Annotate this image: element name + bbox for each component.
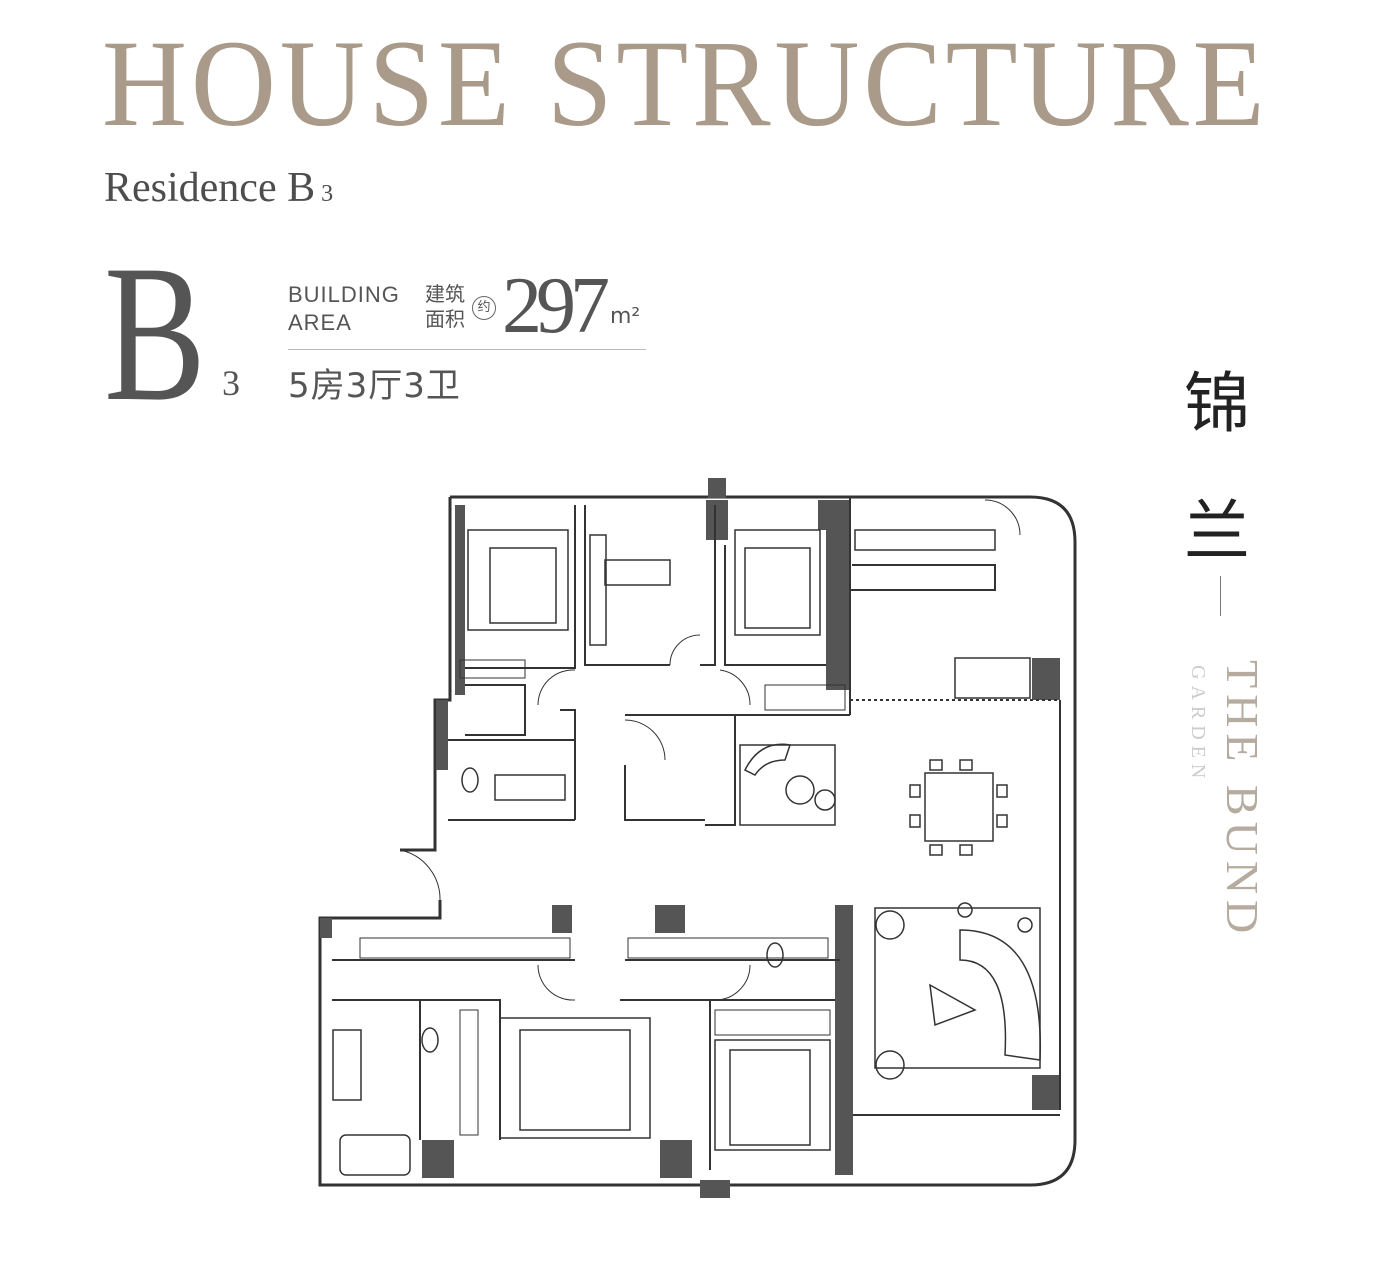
kitchen-counter [854,529,996,551]
wardrobes [359,659,846,1136]
bathtub [339,1134,411,1176]
toilet [461,767,479,793]
brand-name-en-sub: GARDEN [1187,665,1209,785]
armchair [875,910,905,940]
living-rug [874,907,1041,1069]
toilet [766,942,784,968]
study-desk [604,559,671,586]
toilet [421,1027,439,1053]
area-label-en-1: BUILDING [288,282,400,307]
residence-name: Residence B [104,165,316,211]
beds [467,529,831,1151]
area-value: 297 [502,262,610,350]
kitchen-island [954,657,1031,699]
area-label-cn-2: 面积 [425,307,465,331]
page-title: HOUSE STRUCTURE [102,15,1269,152]
lounge-sofa [743,743,791,776]
unit-letter: B [104,225,206,442]
brand-divider [1220,576,1221,616]
divider [288,349,646,350]
area-label-en-2: AREA [288,310,352,335]
brand-char-1: 锦 [1184,365,1250,442]
coffee-table [929,983,977,1027]
residence-index: 3 [321,181,334,207]
approx-badge: 约 [472,296,496,320]
area-unit: m² [610,304,641,329]
unit-index: 3 [222,363,240,403]
area-label-cn-1: 建筑 [425,282,465,306]
interior-walls [332,497,1061,1170]
dining-table [909,759,1008,856]
area-label-en: BUILDING AREA [288,281,400,337]
compass-marker [700,478,730,1198]
brand-name-en: THE BUND [1217,660,1268,940]
vanity [332,1029,362,1101]
door-swings [399,499,1021,1001]
room-layout: 5房3厅3卫 [288,366,461,406]
vanity [494,774,566,801]
area-label-cn: 建筑面积 [425,282,465,332]
sofa [959,929,1042,1061]
armchair [875,1050,905,1080]
structural-columns [320,500,1060,1178]
wardrobe [589,534,607,646]
outer-wall [318,495,1077,1187]
brand-char-2: 兰 [1184,493,1250,570]
